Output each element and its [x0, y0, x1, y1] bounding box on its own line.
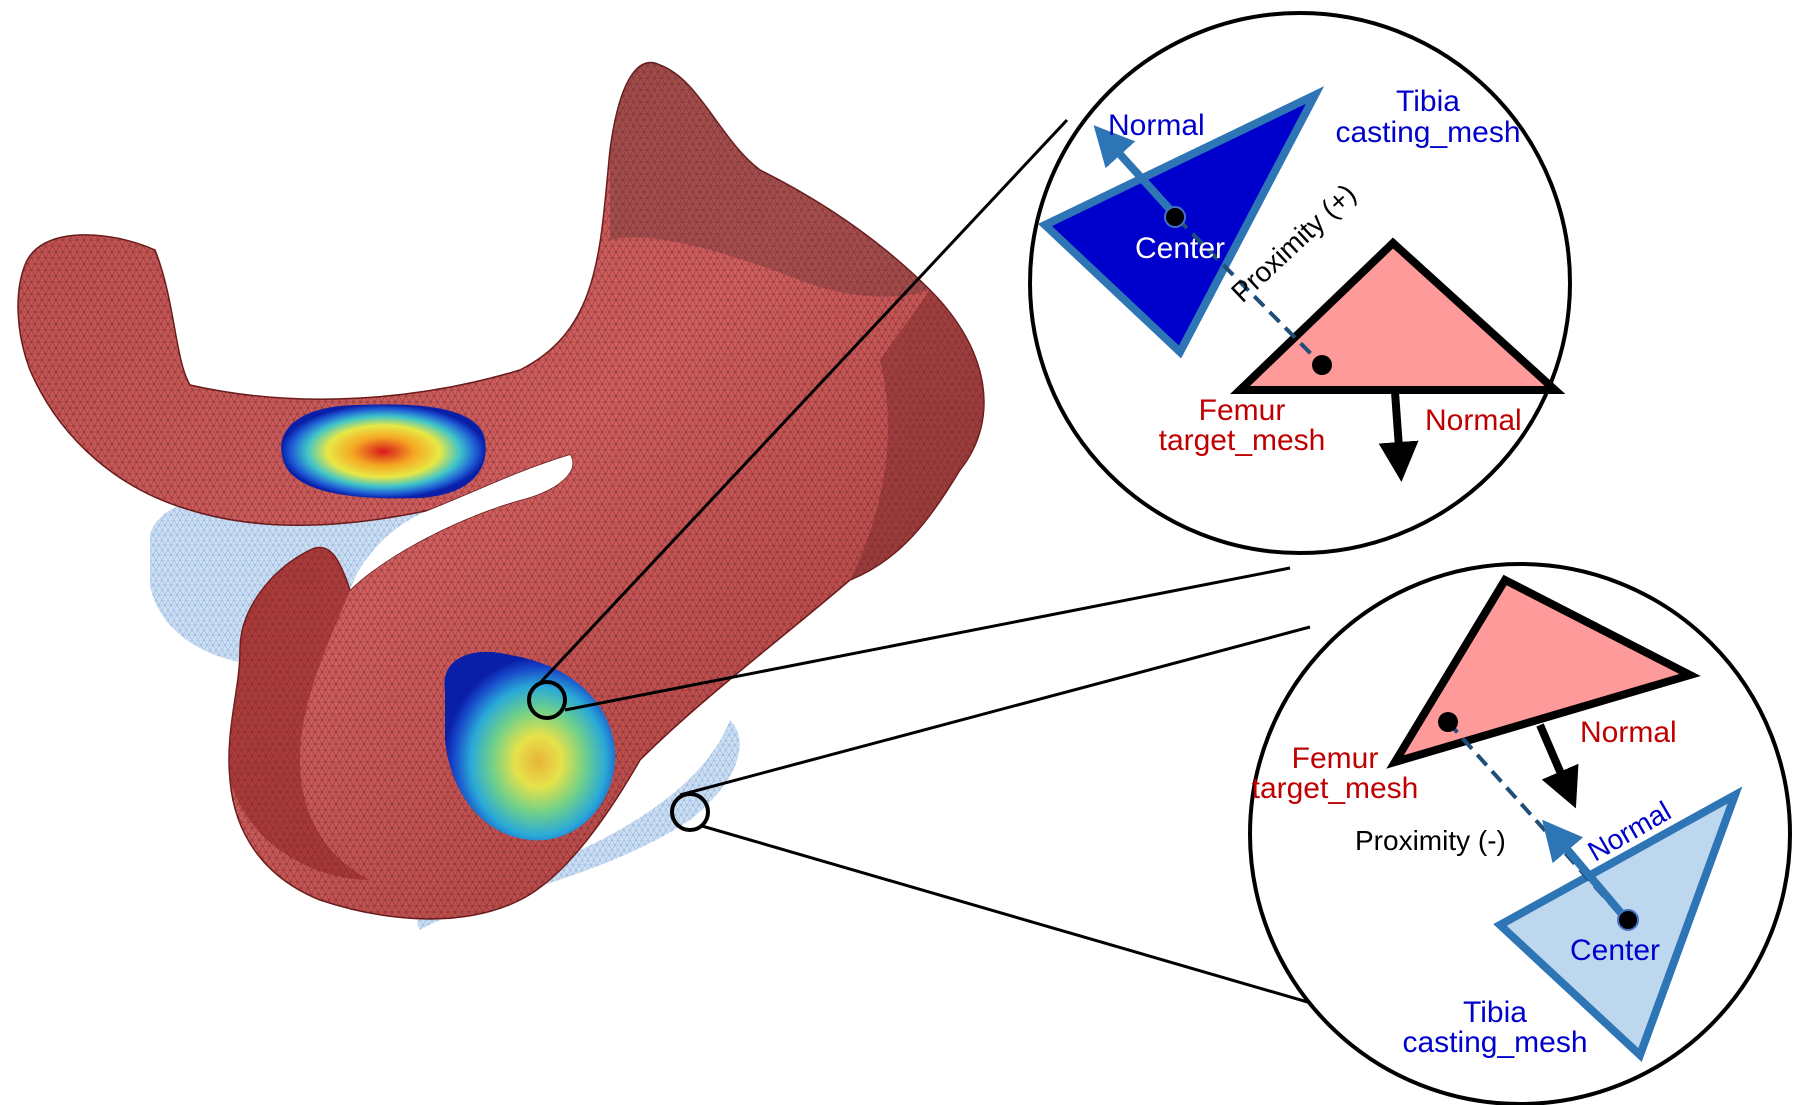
femur-normal-label-top: Normal [1425, 404, 1522, 437]
femur-triangle-bottom [1386, 574, 1701, 769]
tibia-label-line1-top: Tibia [1396, 85, 1460, 118]
femur-label-line1-top: Femur [1199, 394, 1286, 427]
femur-triangle-top [1230, 237, 1566, 394]
tibia-normal-label-top: Normal [1108, 109, 1205, 142]
tibia-triangle-bottom [1493, 786, 1743, 1063]
knee-mesh-render [17, 61, 985, 930]
femur-normal-label-bottom: Normal [1580, 716, 1677, 749]
tibia-normal-arrow-bottom [1542, 819, 1631, 923]
tibia-center-point-top [1164, 206, 1186, 228]
tibia-label-line2-bottom: casting_mesh [1402, 1026, 1587, 1059]
callout-top: Normal Tibia casting_mesh Center Proximi… [1028, 11, 1572, 555]
femur-center-point-bottom [1438, 712, 1458, 732]
tibia-center-point-bottom [1617, 909, 1639, 931]
tibia-label-line1-bottom: Tibia [1463, 996, 1527, 1029]
zoom-marker-top [527, 680, 567, 720]
proximity-label-bottom: Proximity (-) [1355, 825, 1506, 856]
proximity-line-top [1175, 216, 1324, 367]
tibia-label-line2-top: casting_mesh [1335, 116, 1520, 149]
femur-label-line1-bottom: Femur [1292, 742, 1379, 775]
callout-bottom: Femur target_mesh Normal Proximity (-) N… [1248, 562, 1792, 1105]
femur-normal-arrow-top [1378, 391, 1419, 482]
femur-center-point-top [1312, 355, 1332, 375]
femur-label-line2-bottom: target_mesh [1252, 772, 1419, 805]
contact-patch-lateral [444, 651, 616, 841]
callout-connectors [538, 118, 1336, 1012]
zoom-marker-bottom [670, 792, 710, 832]
center-label-top: Center [1135, 232, 1225, 265]
femur-label-line2-top: target_mesh [1159, 424, 1326, 457]
femur-normal-arrow-bottom [1536, 723, 1579, 809]
tibia-normal-arrow-top [1093, 125, 1178, 218]
center-label-bottom: Center [1570, 934, 1660, 967]
contact-patch-medial [281, 404, 486, 499]
femur-mesh [17, 61, 985, 920]
